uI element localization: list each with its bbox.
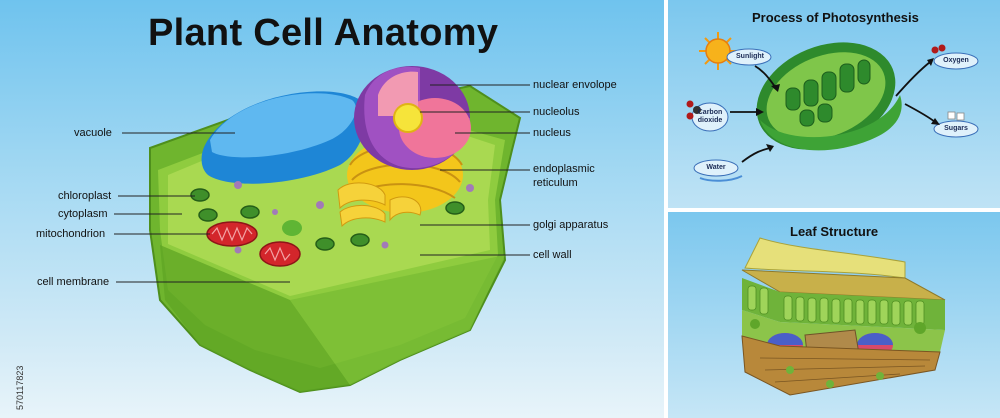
label-sunlight: Sunlight bbox=[736, 53, 764, 60]
nucleus-shape bbox=[354, 66, 471, 170]
label-sugars: Sugars bbox=[944, 125, 968, 132]
label-nucleus: nucleus bbox=[533, 127, 571, 139]
label-chloroplast: chloroplast bbox=[58, 190, 112, 202]
panel-divider-vertical bbox=[664, 0, 668, 418]
label-cell-membrane: cell membrane bbox=[37, 276, 110, 288]
panel-divider-horizontal bbox=[668, 208, 1000, 212]
label-water: Water bbox=[706, 164, 726, 171]
lower-epidermis bbox=[741, 335, 941, 396]
page-title: Plant Cell Anatomy bbox=[148, 12, 499, 54]
label-endoplasmic: endoplasmic bbox=[533, 163, 595, 175]
sugar-icon bbox=[947, 111, 965, 121]
label-dioxide: dioxide bbox=[697, 117, 723, 124]
chloroplast-icon bbox=[756, 42, 902, 151]
label-nucleolus: nucleolus bbox=[533, 106, 580, 118]
label-cytoplasm: cytoplasm bbox=[58, 208, 108, 220]
label-mitochondrion: mitochondrion bbox=[36, 228, 106, 240]
vesicles bbox=[234, 181, 474, 254]
label-vacuole: vacuole bbox=[74, 127, 112, 139]
chloroplasts bbox=[190, 188, 465, 251]
label-carbon: Carbon bbox=[697, 109, 723, 116]
label-nuclear-envelope: nuclear envolope bbox=[533, 79, 617, 91]
leader-lines bbox=[114, 84, 530, 283]
label-golgi-apparatus: golgi apparatus bbox=[533, 219, 609, 231]
label-reticulum: reticulum bbox=[533, 177, 578, 189]
label-cell-wall: cell wall bbox=[533, 249, 572, 261]
sun-icon bbox=[699, 32, 737, 70]
water-icon bbox=[699, 175, 743, 182]
oxygen-icon bbox=[931, 44, 946, 54]
palisade-layer bbox=[742, 278, 945, 330]
label-oxygen: Oxygen bbox=[943, 57, 969, 64]
leaf-structure-title: Leaf Structure bbox=[790, 224, 879, 239]
vacuole-shape bbox=[201, 91, 366, 184]
mitochondria bbox=[206, 221, 301, 267]
carbon-dioxide-icon bbox=[686, 100, 701, 120]
photosynthesis-title: Process of Photosynthesis bbox=[752, 10, 919, 25]
golgi-apparatus-shape bbox=[337, 182, 422, 228]
plant-cell-illustration bbox=[114, 66, 530, 394]
